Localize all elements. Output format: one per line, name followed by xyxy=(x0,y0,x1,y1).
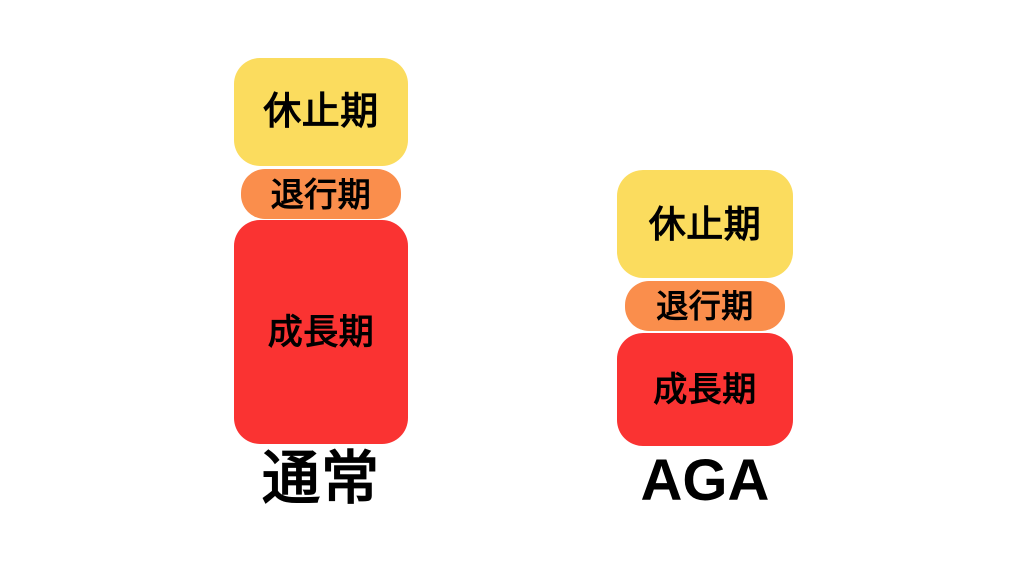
column-label-normal: 通常 xyxy=(261,446,380,511)
phase-label-anagen-aga: 成長期 xyxy=(653,370,757,409)
phase-block-anagen-normal: 成長期 xyxy=(234,220,408,444)
phase-label-telogen-aga: 休止期 xyxy=(648,203,762,245)
phase-label-catagen-aga: 退行期 xyxy=(656,288,754,324)
phase-block-catagen-aga: 退行期 xyxy=(625,281,785,331)
column-normal: 休止期 退行期 成長期 通常 xyxy=(234,58,408,508)
column-aga: 休止期 退行期 成長期 AGA xyxy=(617,170,793,510)
phase-block-anagen-aga: 成長期 xyxy=(617,333,793,446)
phase-block-telogen-normal: 休止期 xyxy=(234,58,408,166)
phase-label-telogen-normal: 休止期 xyxy=(263,91,379,133)
phase-stack-aga: 休止期 退行期 成長期 xyxy=(617,170,793,446)
phase-label-catagen-normal: 退行期 xyxy=(270,175,372,213)
phase-label-anagen-normal: 成長期 xyxy=(267,312,375,352)
phase-stack-normal: 休止期 退行期 成長期 xyxy=(234,58,408,444)
column-label-aga: AGA xyxy=(640,448,770,513)
phase-block-telogen-aga: 休止期 xyxy=(617,170,793,278)
phase-block-catagen-normal: 退行期 xyxy=(241,169,401,219)
